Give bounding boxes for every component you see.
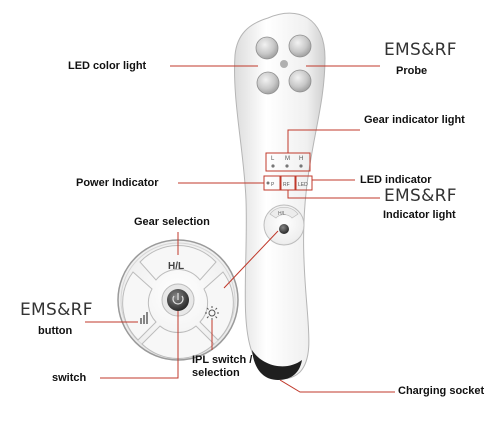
gear-letter: H <box>299 156 303 162</box>
indicator-tag: P <box>271 182 275 188</box>
callout-ems-rf-indicator: EMS&RF <box>384 186 457 206</box>
indicator-tag: RF <box>283 182 290 188</box>
callout-switch: switch <box>52 372 87 384</box>
indicator-tag: LED <box>298 182 308 188</box>
device-body <box>234 12 326 380</box>
gear-letter: M <box>285 156 290 162</box>
gear-letter: L <box>271 156 275 162</box>
callout-indicator-light: Indicator light <box>383 209 456 221</box>
callout-led-color-light: LED color light <box>68 60 147 72</box>
zoom-hl-mark: H/L <box>168 261 184 272</box>
callout-gear-selection: Gear selection <box>134 216 210 228</box>
leader-lines <box>85 65 395 393</box>
callout-ems-rf-button: EMS&RF <box>20 300 93 320</box>
sun-icon <box>205 306 219 320</box>
charging-base <box>252 350 302 380</box>
callout-button: button <box>38 325 73 337</box>
zoomed-control: H/L <box>117 239 239 361</box>
probe-electrodes <box>255 34 312 95</box>
ems-bars-icon <box>140 312 148 324</box>
callout-ipl-line1: IPL switch / <box>192 354 253 366</box>
callout-ems-rf-probe: EMS&RF <box>384 40 457 60</box>
callout-power-indicator: Power Indicator <box>76 177 159 189</box>
device-hl-mark: H/L <box>278 211 286 217</box>
power-icon <box>172 293 184 305</box>
callout-gear-indicator-light: Gear indicator light <box>364 114 465 126</box>
callout-ipl-switch: IPL switch / selection <box>192 354 252 380</box>
callout-led-indicator: LED indicator <box>360 174 432 186</box>
callout-probe: Probe <box>396 65 428 77</box>
callout-charging-socket: Charging socket <box>398 385 485 397</box>
callout-ipl-line2: selection <box>192 367 240 380</box>
